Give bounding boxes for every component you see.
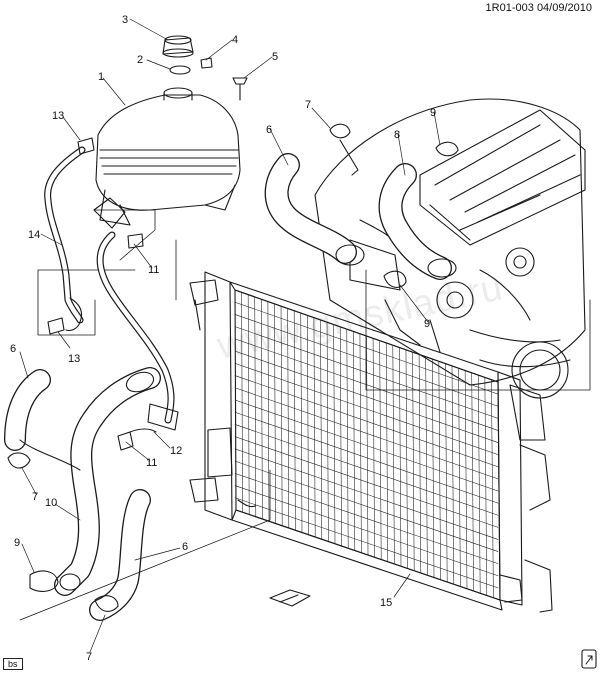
callout-11-lower: 11: [146, 457, 157, 469]
reservoir-cap: [162, 35, 194, 58]
upper-hose-8-end: [427, 258, 457, 278]
callout-4: 4: [232, 34, 238, 46]
callout-13-lower: 13: [68, 353, 80, 365]
reservoir-hose-end: [65, 297, 83, 332]
lower-hose-10-inner: [55, 368, 160, 595]
callout-6-left: 6: [10, 343, 16, 355]
callout-9-lower: 9: [14, 537, 20, 549]
callout-11-upper: 11: [148, 264, 159, 276]
hose-6-lower-inner: [90, 490, 150, 620]
radiator-tube: [234, 424, 499, 516]
radiator-tube: [234, 460, 499, 552]
callout-6-engine: 6: [266, 124, 272, 136]
leader-box-14: [37, 269, 96, 336]
callout-14: 14: [28, 229, 40, 241]
clamp-9-lower: [29, 570, 59, 592]
callout-13-upper: 13: [52, 110, 64, 122]
hose-12-inner: [97, 232, 174, 423]
clamp-11-lower: [117, 431, 134, 451]
callout-8: 8: [394, 129, 400, 141]
clamp-7-left: [7, 452, 31, 469]
radiator-tube: [234, 387, 499, 480]
upper-hose-6-inner: [266, 154, 356, 263]
bolt: [232, 77, 248, 101]
radiator-tube: [234, 473, 499, 564]
engine-hose-box: [365, 269, 591, 391]
front-arrow-icon: [269, 589, 311, 607]
radiator-tube: [234, 399, 499, 492]
callout-5: 5: [272, 51, 278, 63]
callout-7-engine: 7: [305, 99, 311, 111]
clamp-9-engine-upper: [435, 141, 459, 157]
radiator-tube: [234, 301, 499, 395]
upper-hose-8-inner: [379, 164, 451, 279]
callout-10: 10: [45, 497, 57, 509]
radiator-tube: [234, 314, 499, 407]
clamp-7-engine: [329, 123, 351, 139]
radiator: [189, 271, 553, 613]
clamp-9-engine-lower: [383, 270, 407, 288]
reservoir-hose-inner: [45, 147, 85, 323]
leader-lines: [19, 18, 441, 653]
clamp-7-lower: [94, 595, 119, 612]
upper-hose-6-end: [335, 244, 365, 266]
diagram-code: 1R01-003: [485, 2, 534, 14]
radiator-tube: [234, 375, 499, 468]
lower-hose-10-outlet: [59, 573, 81, 591]
hose-6-left-inner: [5, 370, 50, 450]
callout-9-engine-lower: 9: [424, 318, 430, 330]
radiator-tube: [234, 448, 499, 540]
clamp-11-upper: [127, 233, 144, 249]
callout-7-lower: 7: [86, 651, 92, 663]
radiator-tube: [234, 338, 499, 431]
hose-6-left-link: [19, 439, 81, 471]
bottom-right-arrow-icon: [581, 649, 597, 669]
callout-7-left: 7: [32, 491, 38, 503]
callout-1: 1: [98, 71, 104, 83]
callout-9-engine-upper: 9: [430, 107, 436, 119]
callout-12: 12: [170, 445, 182, 457]
radiator-tube: [234, 485, 499, 577]
radiator-tube: [234, 436, 499, 528]
radiator-tube: [234, 497, 499, 589]
footer-tag: bs: [3, 658, 23, 670]
callout-15: 15: [380, 597, 392, 609]
leader-box-bottom: [19, 469, 271, 621]
lower-hose-10-inlet: [125, 371, 155, 393]
diagram-date: 04/09/2010: [536, 2, 592, 14]
radiator-tube: [234, 411, 499, 504]
leader-box-11: [37, 209, 156, 271]
callouts: 3 2 4 5 1 13 14 11 13 6 12 11 7 10 9 6 7…: [10, 14, 436, 663]
engine-assembly: [314, 98, 586, 399]
hose-12-fitting: [147, 403, 179, 431]
hose-12-end: [129, 428, 157, 433]
clamp-13-lower: [47, 317, 65, 335]
callout-6-lower: 6: [182, 541, 188, 553]
radiator-tube: [234, 350, 499, 443]
clamp-7-engine-strap: [339, 139, 359, 176]
callout-3: 3: [122, 14, 128, 26]
reservoir-seal: [169, 65, 191, 75]
diagram-header: 1R01-003 04/09/2010: [486, 2, 592, 14]
coolant-reservoir: [93, 87, 241, 229]
clamp-13-upper: [77, 137, 95, 155]
radiator-tube: [234, 363, 499, 455]
callout-2: 2: [137, 54, 143, 66]
radiator-tube: [234, 326, 499, 419]
